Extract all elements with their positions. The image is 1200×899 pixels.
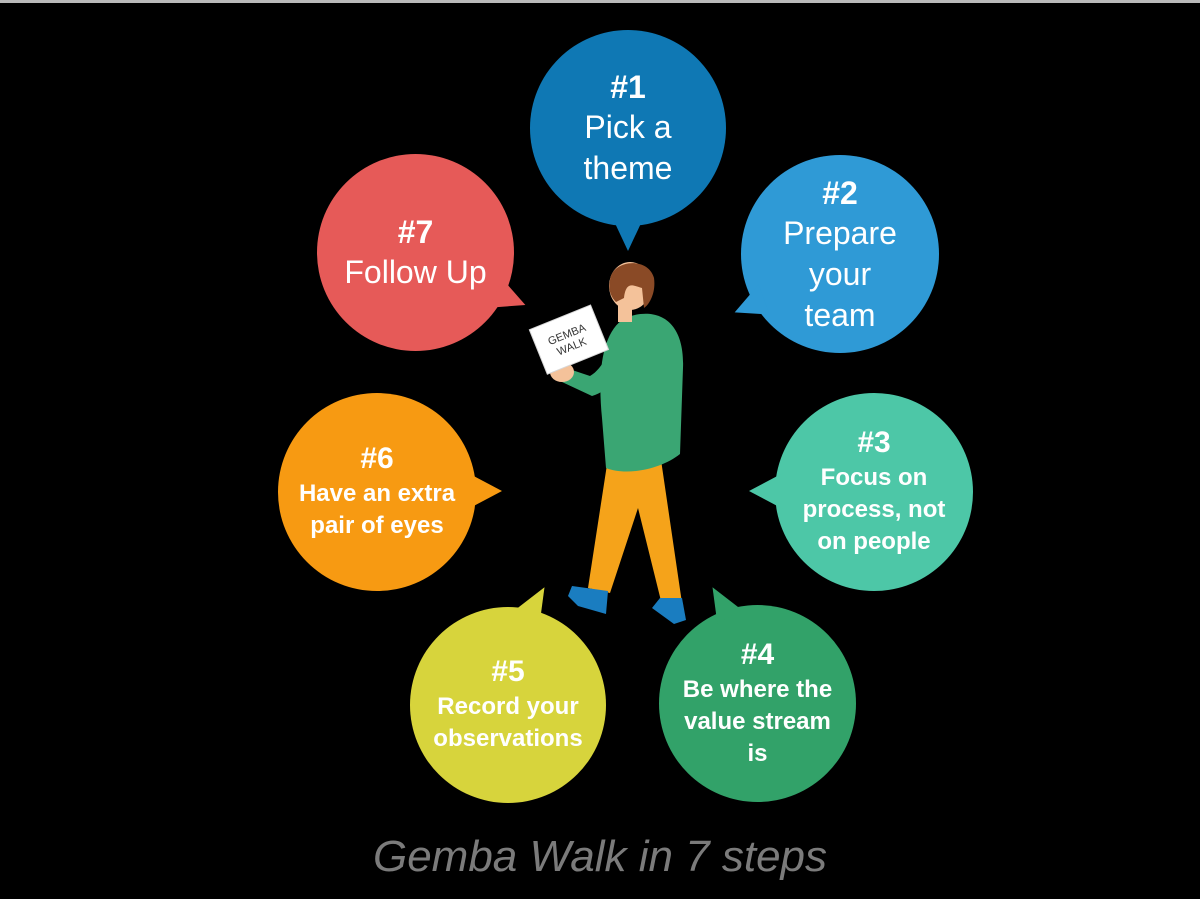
person-torso [600, 314, 683, 472]
step-3-text: Focus on process, not on people [803, 462, 946, 558]
step-1-pointer [613, 219, 643, 251]
step-5-number: #5 [491, 655, 524, 689]
step-6-bubble: #6 Have an extra pair of eyes [278, 393, 476, 591]
step-6-pointer [468, 473, 502, 509]
top-border [0, 0, 1200, 3]
person-legs [588, 453, 682, 605]
step-3-number: #3 [857, 426, 890, 460]
step-2-number: #2 [822, 173, 858, 213]
step-7-number: #7 [398, 212, 434, 252]
step-6-number: #6 [360, 442, 393, 476]
step-5-bubble: #5 Record your observations [410, 607, 606, 803]
step-7-text: Follow Up [344, 252, 486, 293]
step-1-number: #1 [610, 67, 646, 107]
step-4-pointer [700, 580, 741, 623]
step-4-number: #4 [741, 638, 774, 672]
step-2-bubble: #2 Prepare your team [741, 155, 939, 353]
person-left-shoe [568, 586, 608, 614]
step-4-text: Be where the value stream is [683, 674, 832, 770]
step-4-bubble: #4 Be where the value stream is [659, 605, 856, 802]
gemba-walk-paper: GEMBA WALK [529, 305, 608, 374]
diagram-caption: Gemba Walk in 7 steps [0, 832, 1200, 882]
step-1-text: Pick a theme [584, 107, 673, 189]
step-3-bubble: #3 Focus on process, not on people [775, 393, 973, 591]
step-5-text: Record your observations [433, 691, 582, 755]
step-3-pointer [749, 473, 783, 509]
step-7-bubble: #7 Follow Up [317, 154, 514, 351]
person-right-shoe [652, 598, 686, 624]
step-2-pointer [728, 284, 769, 325]
step-2-text: Prepare your team [783, 213, 897, 336]
step-6-text: Have an extra pair of eyes [299, 478, 455, 542]
step-1-bubble: #1 Pick a theme [530, 30, 726, 226]
walking-person-illustration: GEMBA WALK [520, 258, 700, 630]
